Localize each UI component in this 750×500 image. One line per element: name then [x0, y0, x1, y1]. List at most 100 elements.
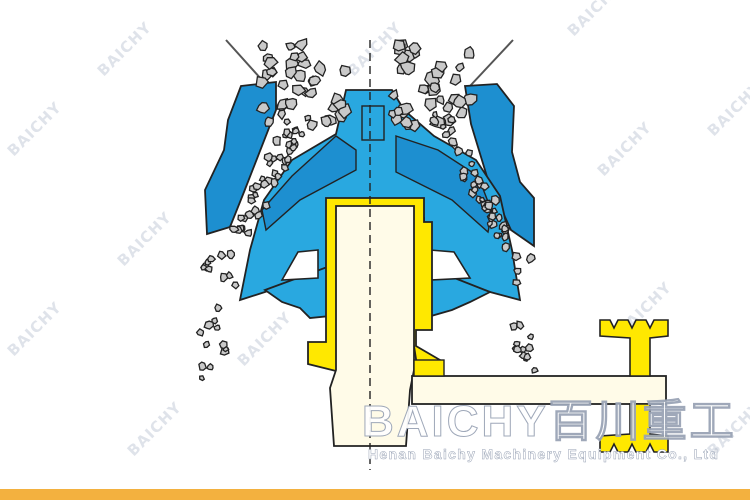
ore-particle — [462, 93, 478, 106]
ore-particle — [284, 66, 297, 80]
ore-particle — [244, 210, 255, 219]
ore-particle — [516, 320, 525, 331]
watermark-company: Henan Baichy Machinery Equipment Co., Lt… — [368, 446, 720, 463]
ore-particle — [524, 343, 535, 353]
watermark-brand-en: BAICHY — [362, 397, 549, 446]
ore-particle — [285, 42, 296, 51]
ore-particle — [275, 153, 285, 162]
ore-particle — [447, 115, 457, 124]
ore-particle — [470, 168, 479, 178]
ore-particle — [204, 265, 213, 273]
mantle-cap-top — [361, 105, 385, 141]
ore-particle — [262, 200, 271, 210]
ore-particle — [479, 196, 486, 203]
ore-particle — [511, 251, 522, 262]
ore-particle — [455, 62, 465, 73]
ore-particle — [313, 59, 327, 78]
ore-particle — [283, 128, 291, 138]
ore-particle — [199, 375, 206, 382]
ore-particle — [252, 182, 262, 191]
ore-particle — [459, 172, 468, 182]
ore-particle — [254, 210, 264, 220]
ore-particle — [468, 160, 476, 168]
ore-particle — [218, 340, 228, 350]
ore-particle — [429, 82, 441, 94]
ore-particle — [417, 84, 430, 95]
ore-particle — [464, 148, 474, 157]
ore-particle — [487, 212, 497, 221]
ore-particle — [424, 97, 437, 112]
ore-particle — [441, 131, 451, 139]
ore-particle — [501, 242, 510, 253]
ore-particle — [283, 118, 292, 126]
mantle-cap-left — [261, 135, 357, 232]
ore-particle — [230, 281, 240, 290]
left-concave-liner — [204, 80, 277, 236]
ore-particle — [486, 220, 493, 228]
ore-particle — [293, 37, 308, 52]
ore-particle — [408, 42, 422, 56]
ore-particle — [304, 114, 312, 122]
ore-particle — [290, 138, 298, 146]
ore-particles — [195, 37, 539, 382]
ore-particle — [495, 213, 503, 222]
main-shaft — [329, 205, 415, 447]
drive-pulley — [599, 319, 669, 377]
ore-particle — [434, 60, 448, 74]
ore-particle — [332, 99, 347, 111]
ore-particle — [436, 95, 445, 106]
ore-particle — [276, 97, 289, 110]
ore-particle — [219, 272, 229, 283]
ore-particle — [399, 115, 414, 129]
ore-particle — [303, 87, 318, 99]
ore-particle — [264, 116, 275, 127]
ore-particle — [512, 279, 522, 287]
ore-particle — [442, 101, 454, 113]
ore-particle — [202, 340, 211, 349]
ore-particle — [272, 135, 281, 146]
bottom-accent-bar — [0, 489, 750, 500]
watermark-brand: BAICHY百川重工 — [362, 397, 742, 446]
ore-particle — [216, 250, 227, 261]
ore-particle — [226, 249, 236, 260]
ore-particle — [263, 152, 273, 162]
ore-particle — [277, 79, 289, 91]
ore-particle — [214, 303, 223, 313]
mantle-left-window — [280, 249, 319, 281]
ore-particle — [512, 344, 522, 354]
ore-particle — [470, 186, 479, 195]
ore-particle — [526, 333, 534, 341]
ore-particle — [474, 175, 485, 185]
ore-particle — [298, 130, 306, 138]
ore-particle — [531, 367, 539, 374]
ore-particle — [447, 137, 458, 147]
ore-particle — [522, 352, 532, 361]
right-concave-liner — [463, 83, 535, 248]
ore-particle — [339, 64, 352, 78]
ore-particle — [281, 164, 290, 172]
ore-particle — [274, 172, 283, 181]
ore-particle — [260, 179, 271, 189]
ore-particle — [501, 232, 509, 242]
countershaft — [411, 375, 667, 405]
ore-particle — [490, 194, 500, 207]
ore-particle — [229, 225, 240, 233]
ore-particle — [206, 362, 214, 371]
ore-particle — [195, 327, 205, 337]
ore-particle — [479, 182, 490, 192]
ore-particle — [439, 123, 447, 130]
ore-particle — [288, 143, 298, 152]
ore-particle — [501, 224, 510, 233]
ore-particle — [270, 177, 279, 188]
ore-particle — [449, 73, 462, 86]
ore-particle — [452, 93, 467, 109]
ore-particle — [320, 115, 332, 128]
ore-particle — [306, 119, 318, 132]
ore-particle — [255, 75, 270, 90]
ore-particle — [258, 175, 266, 183]
ore-particle — [387, 109, 397, 119]
ore-particle — [484, 201, 494, 211]
ore-particle — [455, 105, 468, 119]
drive-pulley-lower — [599, 403, 669, 453]
